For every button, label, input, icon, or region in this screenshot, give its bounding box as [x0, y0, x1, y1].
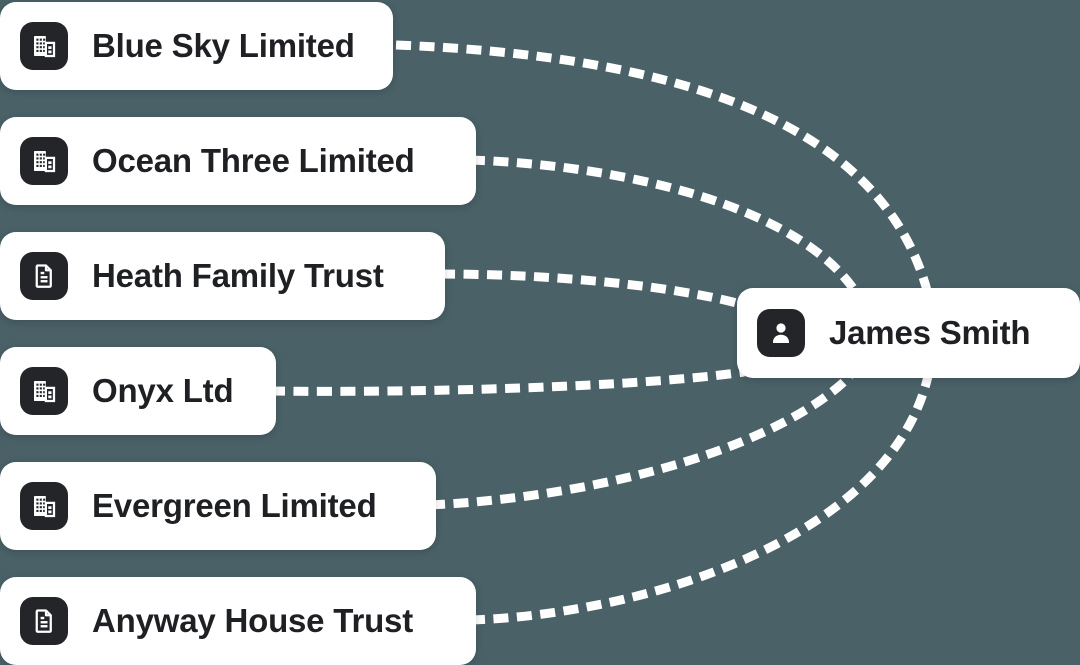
connection-onyx-to-james-smith	[269, 367, 745, 396]
entity-card-blue-sky-limited[interactable]: Blue Sky Limited	[0, 2, 393, 90]
building-icon	[20, 137, 68, 185]
building-icon	[20, 482, 68, 530]
entity-label: Onyx Ltd	[92, 372, 234, 409]
entity-card-anyway-house-trust[interactable]: Anyway House Trust	[0, 577, 476, 665]
entity-card-onyx-ltd[interactable]: Onyx Ltd	[0, 347, 276, 435]
entity-label: Anyway House Trust	[92, 602, 413, 639]
entity-card-ocean-three-limited[interactable]: Ocean Three Limited	[0, 117, 476, 205]
person-label: James Smith	[829, 314, 1031, 351]
document-icon	[20, 252, 68, 300]
entity-label: Evergreen Limited	[92, 487, 377, 524]
entity-card-heath-family-trust[interactable]: Heath Family Trust	[0, 232, 445, 320]
connection-heath-trust-to-james-smith	[439, 269, 746, 310]
entity-label: Ocean Three Limited	[92, 142, 415, 179]
connection-ocean-three-to-james-smith	[469, 155, 861, 297]
person-icon	[757, 309, 805, 357]
building-icon	[20, 367, 68, 415]
entity-label: Blue Sky Limited	[92, 27, 355, 64]
entity-card-evergreen-limited[interactable]: Evergreen Limited	[0, 462, 436, 550]
connection-evergreen-to-james-smith	[429, 372, 854, 510]
document-icon	[20, 597, 68, 645]
entity-label: Heath Family Trust	[92, 257, 384, 294]
person-card-james-smith[interactable]: James Smith	[737, 288, 1080, 378]
connection-anyway-trust-to-james-smith	[469, 374, 933, 625]
building-icon	[20, 22, 68, 70]
